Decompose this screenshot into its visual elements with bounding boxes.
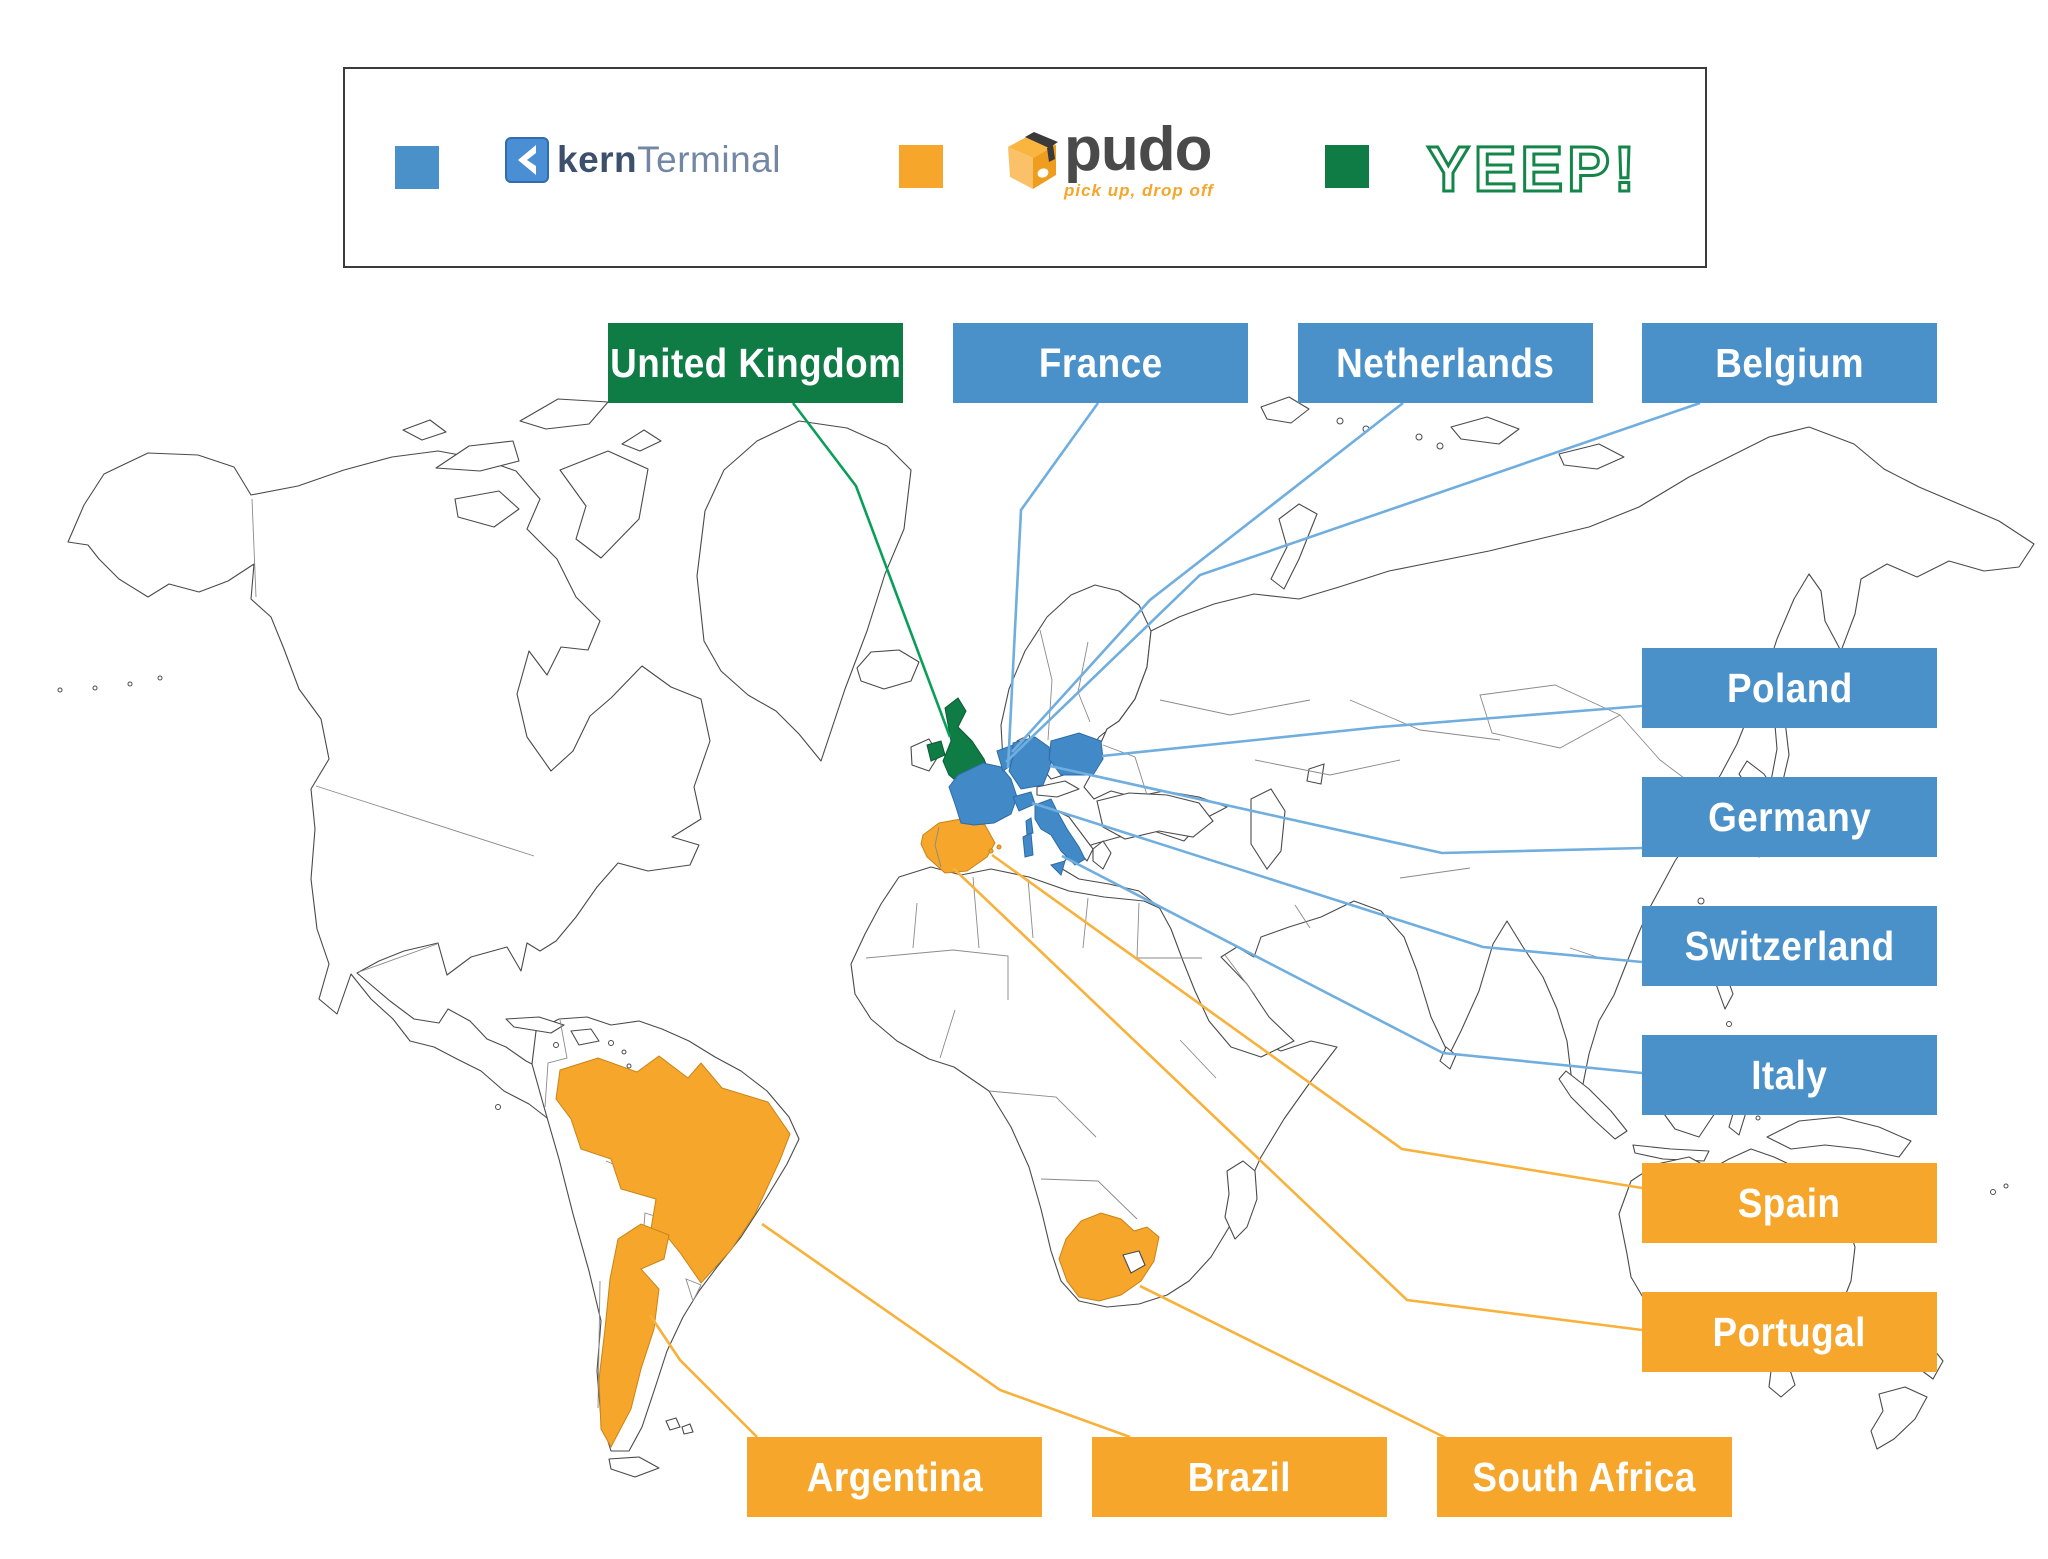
connector-line-south-africa — [1139, 1284, 1453, 1443]
kern-word: kern — [557, 139, 638, 180]
connector-line-netherlands — [1011, 401, 1404, 753]
connector-line-portugal — [952, 867, 1643, 1332]
connector-line-argentina — [648, 1314, 758, 1438]
iceland — [856, 649, 920, 690]
connector-line-italy — [1061, 854, 1643, 1075]
greece — [1092, 840, 1112, 870]
country-fill-argentina — [598, 1223, 670, 1449]
kernterminal-wordmark: kernTerminal — [557, 139, 781, 181]
connector-line-united-kingdom — [791, 402, 952, 738]
legend-swatch-kernterminal — [395, 146, 439, 189]
caribbean — [505, 1016, 600, 1046]
country-fill-brazil — [555, 1055, 791, 1284]
novaya-zemlya — [1270, 503, 1318, 590]
kernterminal-icon — [505, 137, 549, 183]
lesotho-hole — [1122, 1250, 1146, 1274]
australia — [1618, 1148, 1856, 1340]
sakhalin — [1770, 720, 1790, 790]
tasmania — [1768, 1366, 1796, 1398]
sumatra — [1558, 1070, 1628, 1140]
connector-line-france — [1006, 402, 1100, 769]
terminal-word: Terminal — [637, 139, 781, 180]
connector-line-brazil — [761, 1222, 1131, 1439]
czech-austria — [1036, 780, 1080, 798]
arctic-islands — [402, 398, 662, 559]
sri-lanka — [1439, 1046, 1457, 1070]
country-fill-northern-ireland — [926, 740, 946, 762]
country-fill-france — [948, 762, 1018, 826]
yeep-wordmark: YEEP! — [1427, 133, 1639, 205]
north-america — [67, 450, 711, 1130]
connector-line-germany — [1049, 764, 1643, 855]
philippines — [1715, 973, 1734, 1010]
borneo — [1658, 1070, 1716, 1138]
legend-box: kernTerminal pudo pick up, drop off YEEP… — [343, 67, 1707, 268]
country-fill-poland — [1048, 732, 1104, 776]
black-sea — [1096, 792, 1214, 840]
tierra-del-fuego — [608, 1417, 694, 1478]
connector-line-belgium — [1005, 401, 1701, 763]
aral-sea — [1306, 763, 1325, 785]
country-borders — [251, 498, 1701, 1409]
connector-line-poland — [1101, 704, 1643, 758]
country-fill-germany — [1008, 736, 1052, 790]
pudo-logo: pudo pick up, drop off — [1000, 115, 1214, 201]
java — [1632, 1144, 1710, 1162]
madagascar — [1224, 1160, 1258, 1240]
connector-line-switzerland — [1031, 801, 1643, 964]
caspian-sea — [1250, 788, 1286, 870]
yeep-logo: YEEP! — [1421, 129, 1651, 214]
pudo-box-icon — [1008, 132, 1058, 189]
landmasses — [57, 396, 2035, 1478]
legend-swatch-pudo — [899, 145, 943, 188]
asia — [1058, 426, 2035, 1102]
country-fill-iberia — [920, 818, 996, 874]
new-guinea — [1766, 1116, 1912, 1158]
country-fill-sicily — [1050, 860, 1066, 876]
country-fill-sardinia — [1022, 832, 1034, 858]
pudo-tagline: pick up, drop off — [1064, 181, 1214, 200]
country-fill-italy — [1034, 798, 1086, 866]
portugal-spain-border — [934, 826, 942, 868]
country-fill-corsica — [1025, 817, 1034, 836]
pudo-wordmark: pudo — [1064, 115, 1212, 184]
connector-lines — [648, 401, 1701, 1443]
new-zealand — [1870, 1330, 1944, 1450]
kernterminal-logo: kernTerminal — [505, 137, 781, 183]
sulawesi — [1728, 1084, 1748, 1136]
country-fill-south-africa — [1058, 1212, 1160, 1302]
connector-line-spain — [991, 853, 1643, 1190]
svalbard-arctic — [1260, 396, 1625, 470]
legend-swatch-yeep — [1325, 145, 1369, 188]
colored-countries — [555, 697, 1160, 1449]
greenland — [696, 420, 912, 762]
